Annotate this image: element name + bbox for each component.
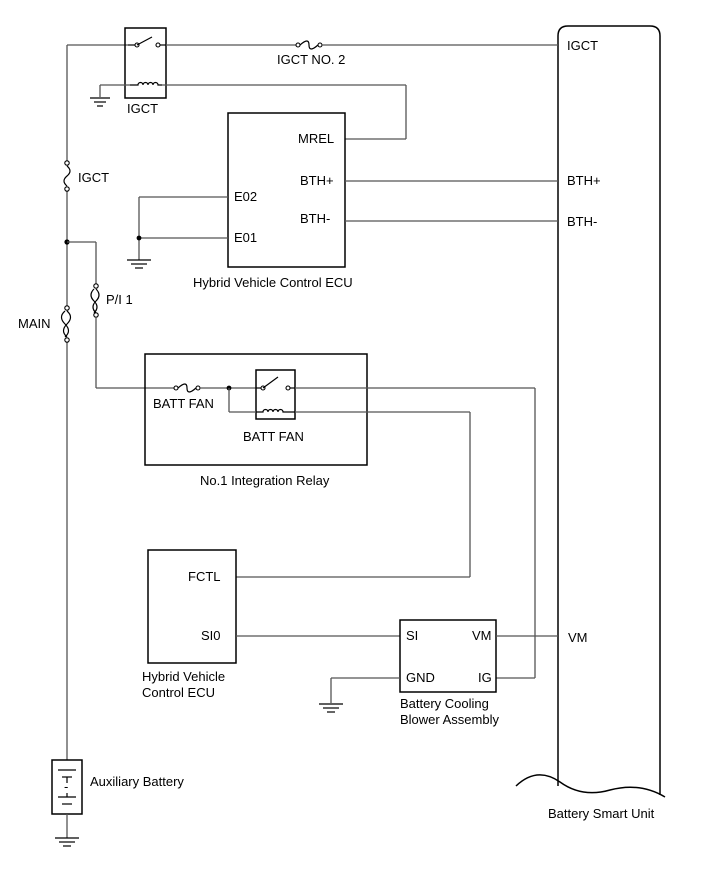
hv-ecu-top-pin-bth-plus: BTH+ <box>300 173 334 188</box>
hv-ecu-bottom-pin-si0: SI0 <box>201 628 221 643</box>
igct-relay-contact-blade <box>136 36 153 46</box>
battery-smart-unit-break <box>515 774 666 798</box>
hv-ecu-bottom-pin-fctl: FCTL <box>188 569 221 584</box>
igct-relay-label: IGCT <box>127 101 158 116</box>
bsu-pin-igct: IGCT <box>567 38 598 53</box>
ground-symbol-igct <box>90 97 110 107</box>
battery-smart-unit-label: Battery Smart Unit <box>548 806 655 821</box>
hv-ecu-top-box <box>227 112 346 268</box>
pi1-fusible-link-label: P/I 1 <box>106 292 133 307</box>
batt-fan-relay-label: BATT FAN <box>243 429 304 444</box>
auxiliary-battery-label: Auxiliary Battery <box>90 774 184 789</box>
igct-fuse-label: IGCT <box>78 170 109 185</box>
hv-ecu-top-pin-bth-minus: BTH- <box>300 211 330 226</box>
blower-label-1: Battery Cooling <box>400 696 489 711</box>
igct-fuse <box>63 160 71 192</box>
bsu-pin-bth-plus: BTH+ <box>567 173 601 188</box>
igct-relay-contact-b <box>155 42 161 48</box>
battery-smart-unit-box <box>557 25 661 795</box>
hv-ecu-top-label: Hybrid Vehicle Control ECU <box>193 275 353 290</box>
blower-label-2: Blower Assembly <box>400 712 499 727</box>
ground-symbol-battery <box>55 837 79 847</box>
bsu-pin-bth-minus: BTH- <box>567 214 597 229</box>
hv-ecu-bottom-label-1: Hybrid Vehicle <box>142 669 225 684</box>
batt-fan-relay-box <box>255 369 296 420</box>
igct-relay-coil <box>130 81 162 86</box>
hv-ecu-bottom-box <box>147 549 237 664</box>
bsu-pin-vm: VM <box>568 630 588 645</box>
ground-junction-dot <box>136 235 142 241</box>
integration-relay-box <box>144 353 368 466</box>
batt-fan-relay-contact-blade <box>262 376 279 389</box>
batt-fan-fuse <box>173 383 201 393</box>
main-fusible-link-label: MAIN <box>18 316 51 331</box>
battery-symbol: - <box>58 769 76 805</box>
ground-symbol-blower <box>319 703 343 713</box>
blower-pin-gnd: GND <box>406 670 435 685</box>
hv-ecu-top-pin-e02: E02 <box>234 189 257 204</box>
batt-fan-relay-coil <box>256 408 295 413</box>
hv-ecu-bottom-label-2: Control ECU <box>142 685 215 700</box>
blower-pin-si: SI <box>406 628 418 643</box>
blower-pin-ig: IG <box>478 670 492 685</box>
igct-relay-box <box>124 27 167 99</box>
ground-symbol-ecu <box>127 259 151 269</box>
igct-no2-fuse-label: IGCT NO. 2 <box>277 52 345 67</box>
batt-fan-relay-contact-b <box>285 385 291 391</box>
battery-dash: - <box>64 779 68 794</box>
hv-ecu-top-pin-mrel: MREL <box>298 131 334 146</box>
integration-relay-label: No.1 Integration Relay <box>200 473 330 488</box>
pi1-fusible-link <box>90 283 100 318</box>
batt-fan-fuse-label: BATT FAN <box>153 396 214 411</box>
main-fusible-link <box>60 305 72 343</box>
blower-box <box>399 619 497 693</box>
blower-pin-vm: VM <box>472 628 492 643</box>
igct-no2-fuse <box>295 40 323 50</box>
hv-ecu-top-pin-e01: E01 <box>234 230 257 245</box>
